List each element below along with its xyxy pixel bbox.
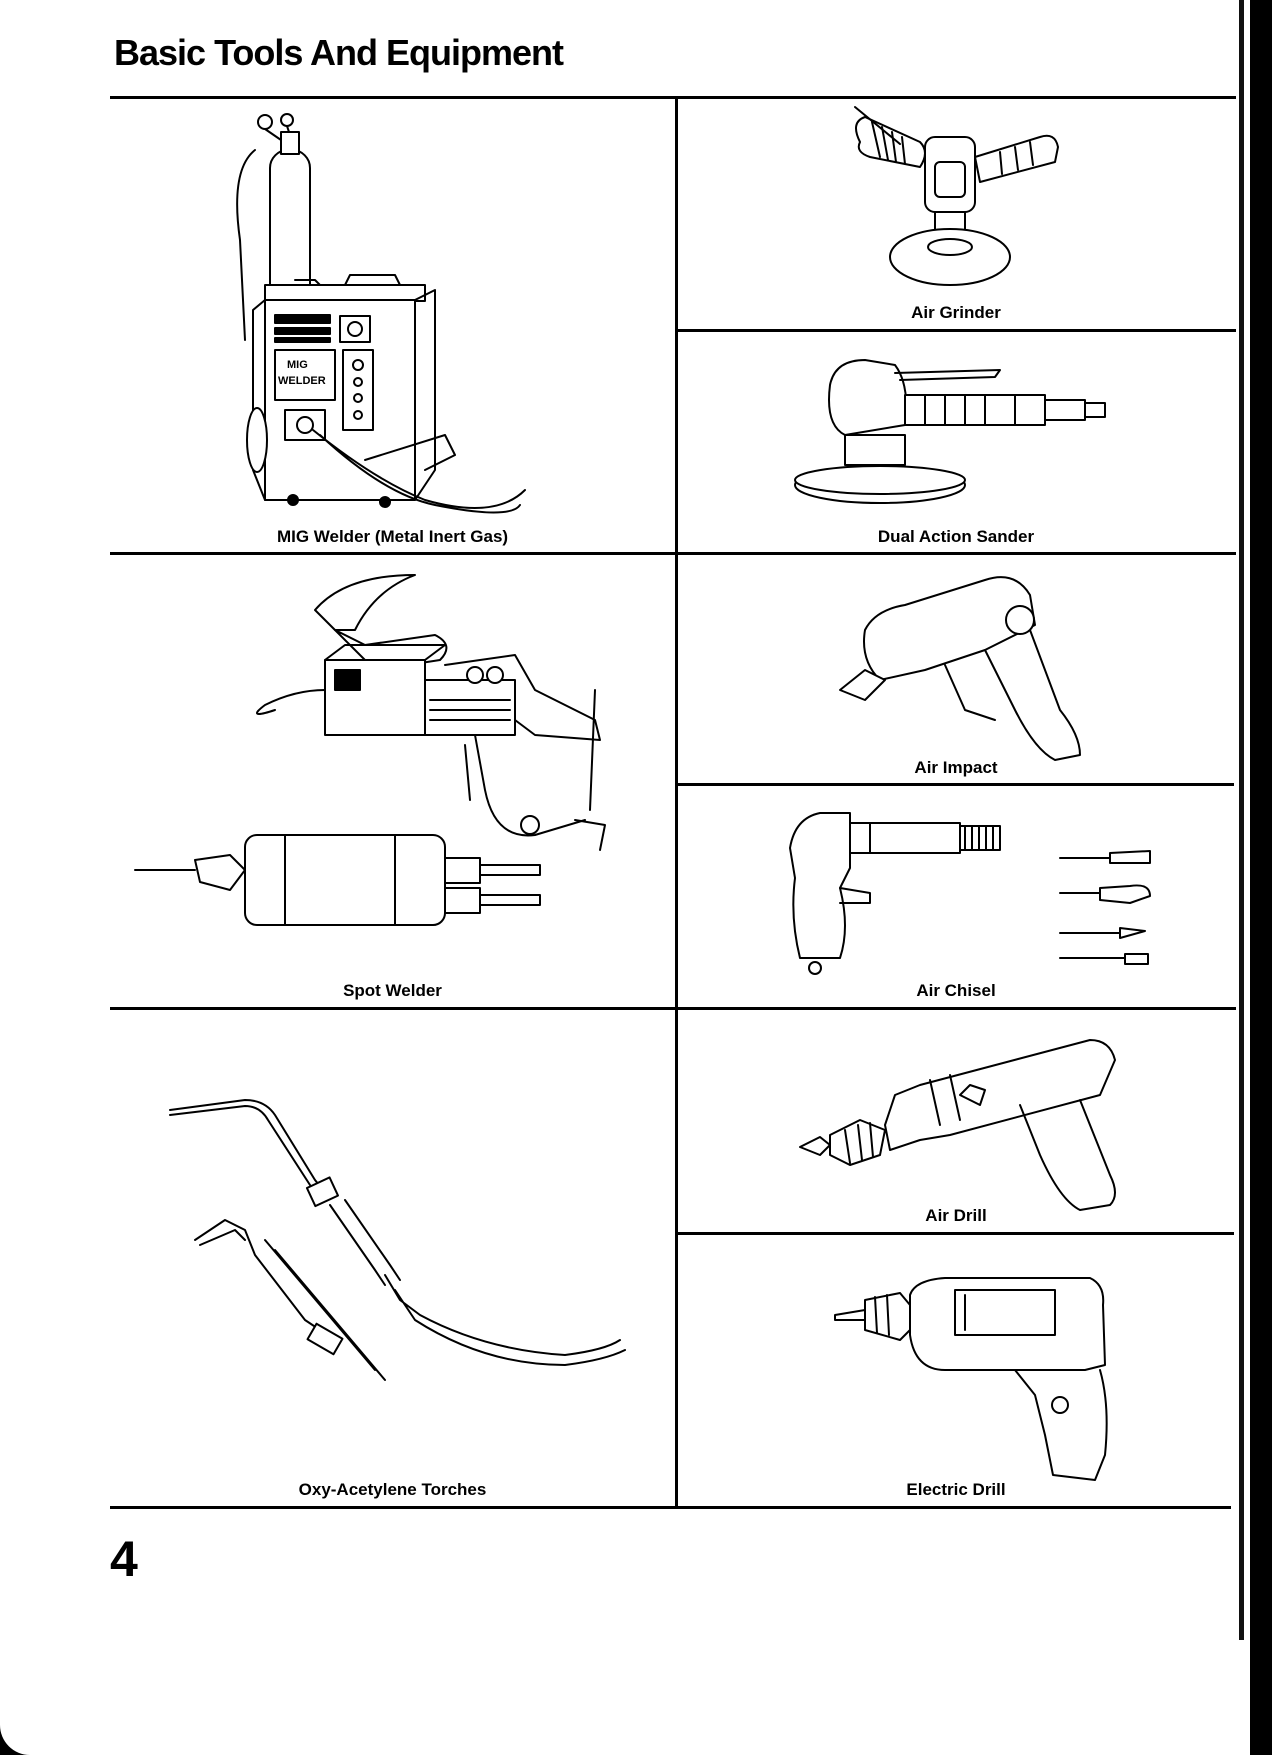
electric-drill-illustration <box>834 1277 1108 1481</box>
page-title: Basic Tools And Equipment <box>114 32 564 73</box>
air-drill-caption: Air Drill <box>925 1206 987 1225</box>
air-impact-illustration <box>839 576 1081 761</box>
electric-drill-caption: Electric Drill <box>906 1480 1006 1499</box>
bottom-rule <box>110 1506 1231 1509</box>
air-drill-illustration <box>799 1039 1116 1211</box>
mig-welder-caption: MIG Welder (Metal Inert Gas) <box>276 527 509 546</box>
page-number: 4 <box>110 1531 138 1587</box>
dual-action-sander-illustration <box>794 359 1106 504</box>
mig-panel-text-2: WELDER <box>278 375 326 387</box>
mig-panel-text-1: MIG <box>287 359 308 371</box>
column-divider <box>675 96 678 1508</box>
spot-welder-illustration <box>134 574 606 926</box>
air-chisel-illustration <box>789 812 1151 975</box>
air-grinder-caption: Air Grinder <box>911 303 1001 322</box>
oxy-acetylene-torches-illustration <box>169 1099 626 1381</box>
row-divider <box>678 1232 1234 1235</box>
scan-edge-line <box>1239 0 1244 1640</box>
air-chisel-caption: Air Chisel <box>916 981 996 1000</box>
mig-welder-illustration: MIG WELDER <box>236 113 526 514</box>
row-divider <box>678 783 1234 786</box>
row-divider <box>110 1007 1236 1010</box>
spot-welder-caption: Spot Welder <box>343 981 442 1000</box>
row-divider <box>110 552 1236 555</box>
scan-edge-shadow <box>1250 0 1272 1755</box>
title-rule <box>110 96 1236 99</box>
dual-action-sander-caption: Dual Action Sander <box>877 527 1035 546</box>
air-grinder-illustration <box>854 106 1059 286</box>
oxy-acetylene-torches-caption: Oxy-Acetylene Torches <box>298 1480 487 1499</box>
air-impact-caption: Air Impact <box>914 758 998 777</box>
row-divider <box>678 329 1236 332</box>
